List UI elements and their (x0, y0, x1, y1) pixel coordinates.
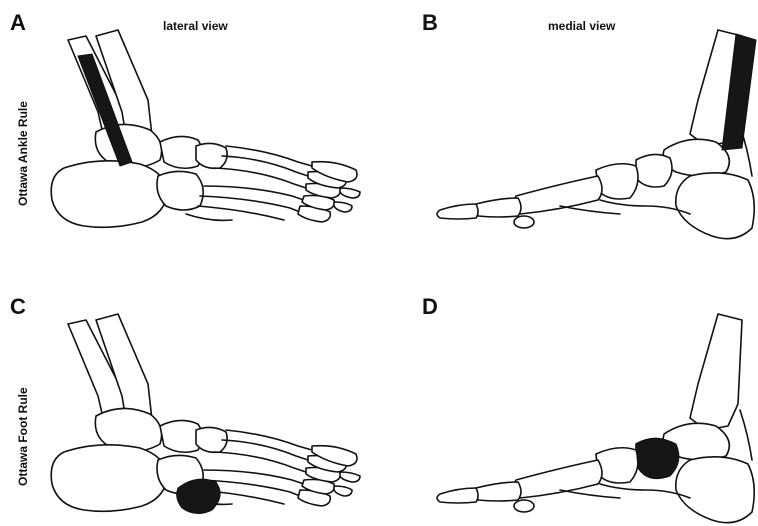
foot-rule-lateral-zone (177, 479, 221, 513)
panel-a-lateral-foot (51, 30, 360, 227)
panel-b-medial-foot (437, 30, 756, 239)
foot-rule-medial-zone (636, 439, 679, 479)
panel-c-lateral-foot (51, 314, 360, 514)
panel-d-medial-foot (437, 314, 754, 523)
